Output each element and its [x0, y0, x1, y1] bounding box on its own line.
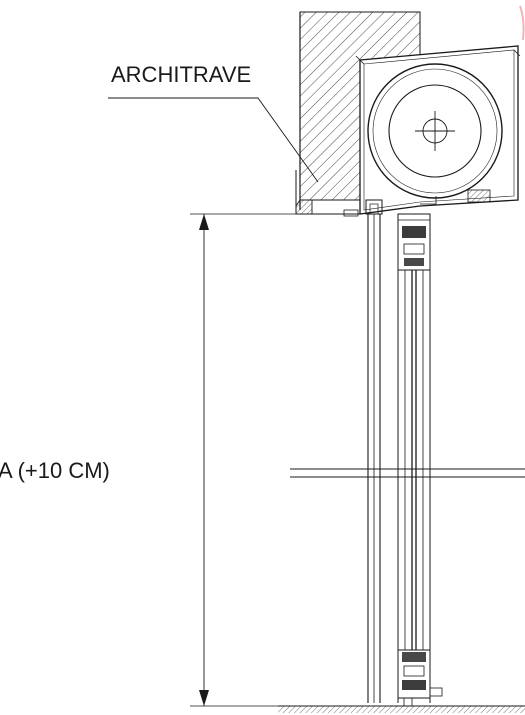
window-frame [367, 214, 431, 703]
sill-floor [278, 705, 525, 713]
architrave-trim [295, 199, 360, 215]
height-dimension-label: A (+10 CM) [0, 458, 110, 483]
dimension-arrow-top [199, 214, 209, 230]
roller-box [355, 45, 521, 215]
upper-sash-profile [397, 213, 431, 271]
break-lines [290, 468, 525, 478]
architrave-label: ARCHITRAVE [111, 62, 251, 87]
architrave-leader [108, 97, 319, 183]
edge-mark [519, 5, 525, 41]
dimension-arrow-bottom [199, 690, 209, 706]
lower-sash-profile [397, 649, 443, 707]
roller-drum [367, 63, 503, 199]
height-dimension-line [190, 213, 296, 707]
